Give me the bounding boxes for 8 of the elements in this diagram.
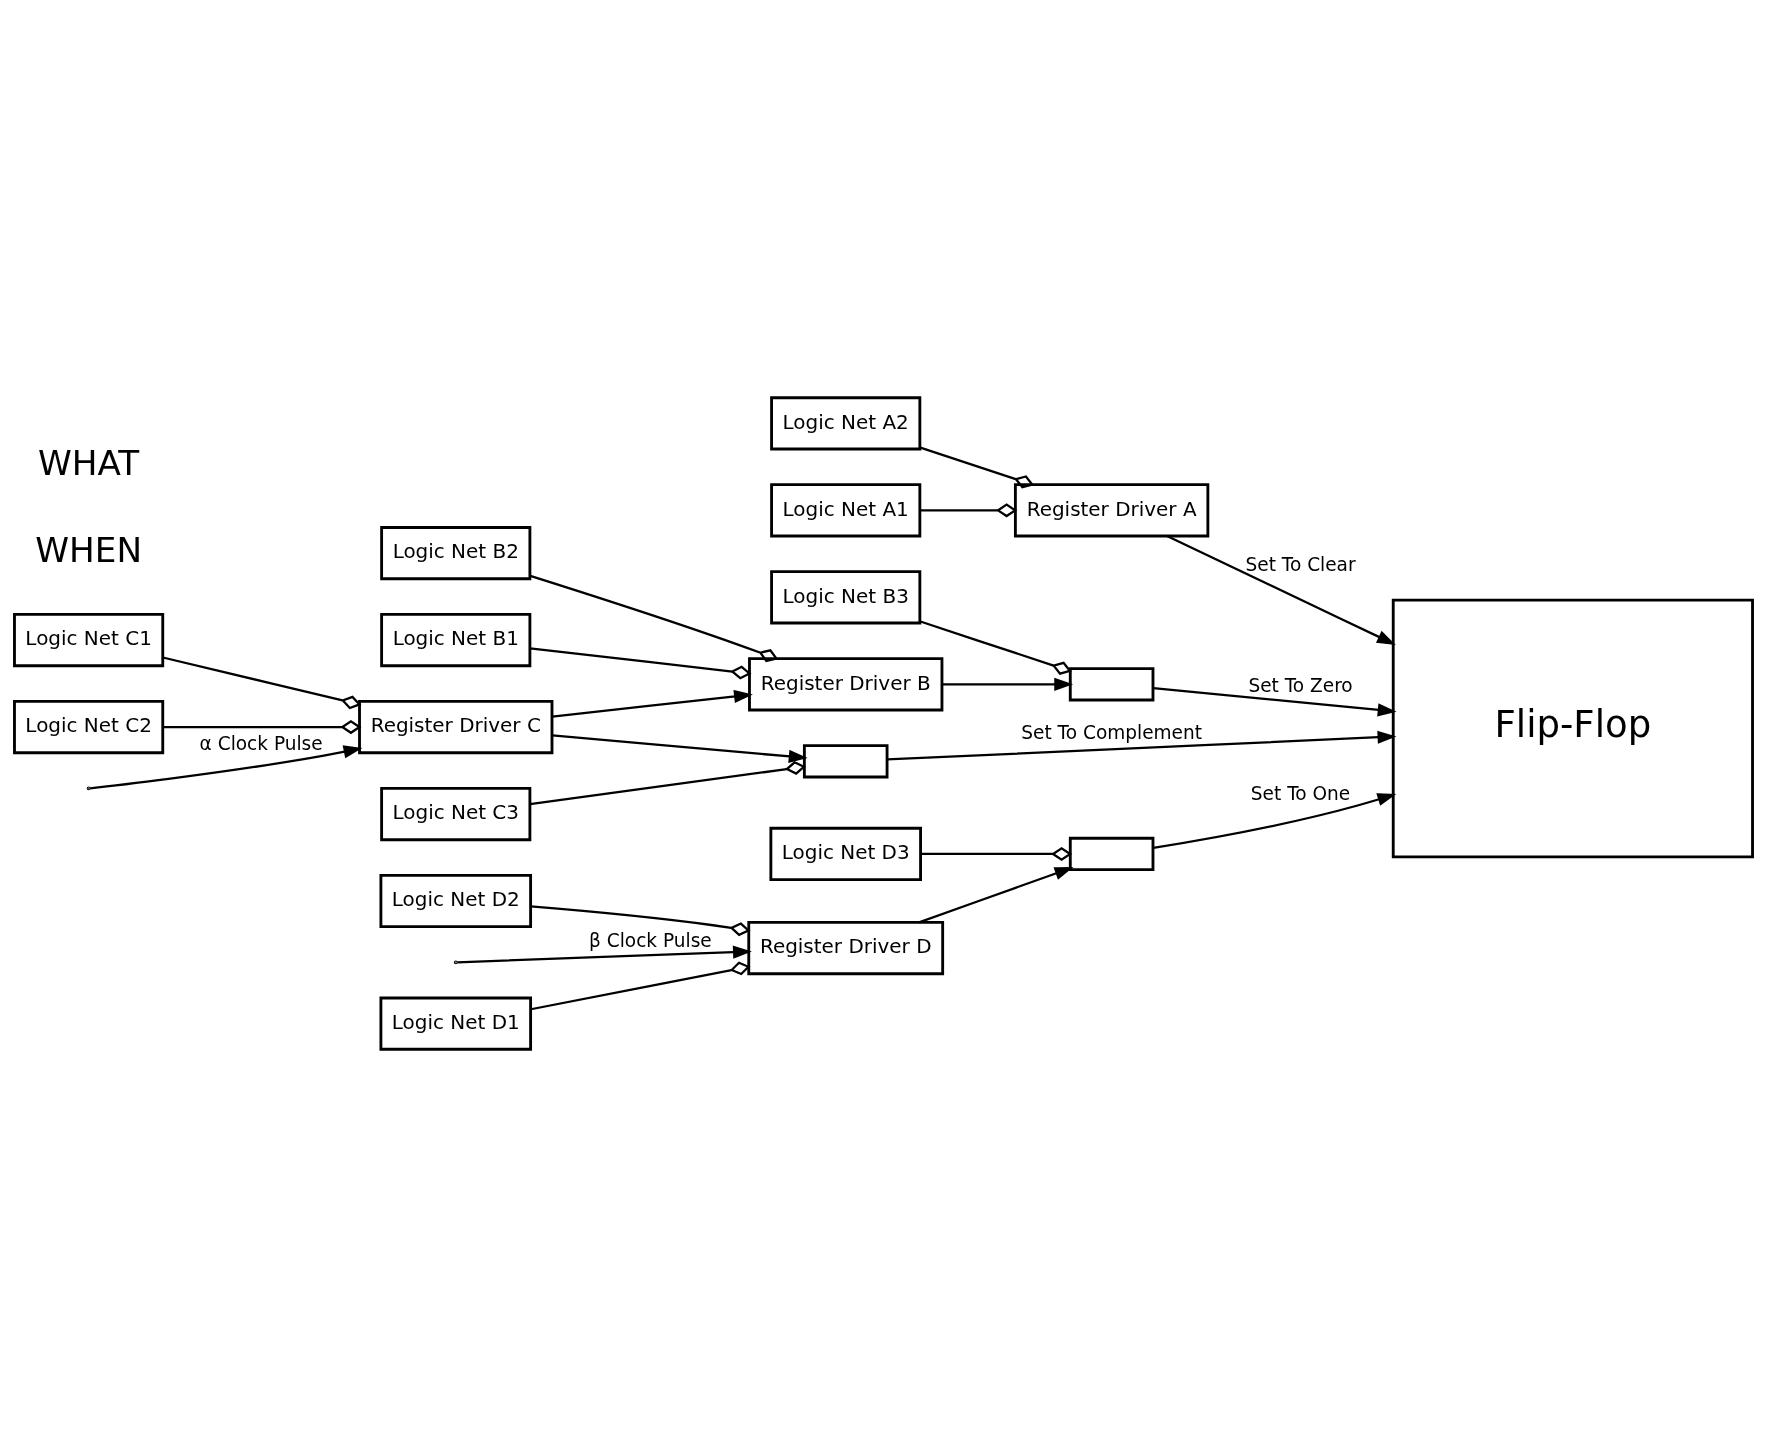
edge-label: Set To One: [1250, 783, 1351, 805]
edge-label: Set To Complement: [1021, 722, 1202, 744]
edge-label: α Clock Pulse: [199, 733, 323, 755]
edge-label: β Clock Pulse: [589, 930, 712, 952]
edge-label: Set To Zero: [1248, 674, 1353, 696]
label: WHAT: [38, 442, 140, 483]
edge-label: Set To Clear: [1245, 553, 1356, 575]
label: WHEN: [35, 529, 142, 570]
